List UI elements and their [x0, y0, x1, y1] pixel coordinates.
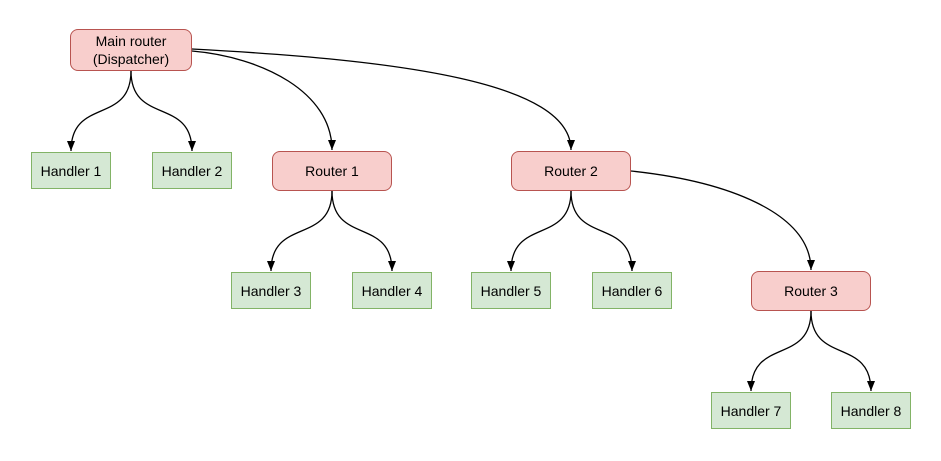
- node-handler-6[interactable]: Handler 6: [592, 272, 672, 309]
- edge-main-router-to-handler-1[interactable]: [67, 70, 132, 152]
- node-router-2[interactable]: Router 2: [511, 151, 631, 191]
- node-router-3[interactable]: Router 3: [751, 271, 871, 311]
- node-handler-1[interactable]: Handler 1: [31, 152, 111, 189]
- node-handler-2[interactable]: Handler 2: [152, 152, 232, 189]
- edge-main-router-to-router-2[interactable]: [191, 48, 575, 151]
- node-label: Handler 5: [480, 282, 542, 299]
- node-label: Router 2: [544, 163, 598, 179]
- edge-router-3-to-handler-8[interactable]: [810, 310, 875, 392]
- node-handler-5[interactable]: Handler 5: [471, 272, 551, 309]
- node-label: Handler 7: [720, 402, 782, 419]
- node-label: Handler 3: [240, 282, 302, 299]
- edge-router-2-to-handler-6[interactable]: [570, 190, 636, 272]
- node-label: Router 3: [784, 283, 838, 299]
- node-label: Handler 8: [840, 402, 902, 419]
- node-label: Handler 6: [601, 282, 663, 299]
- node-label: Handler 1: [40, 162, 102, 179]
- node-handler-8[interactable]: Handler 8: [831, 392, 911, 429]
- node-label: Handler 4: [361, 282, 423, 299]
- node-router-1[interactable]: Router 1: [272, 151, 392, 191]
- node-handler-7[interactable]: Handler 7: [711, 392, 791, 429]
- edge-router-1-to-handler-4[interactable]: [331, 190, 396, 272]
- edge-router-3-to-handler-7[interactable]: [747, 310, 812, 392]
- edge-main-router-to-handler-2[interactable]: [130, 70, 196, 152]
- node-label: Handler 2: [161, 162, 223, 179]
- edge-main-router-to-router-1[interactable]: [191, 50, 336, 151]
- edge-router-1-to-handler-3[interactable]: [267, 190, 333, 272]
- edge-router-2-to-router-3[interactable]: [630, 170, 815, 271]
- node-handler-4[interactable]: Handler 4: [352, 272, 432, 309]
- node-label: Router 1: [305, 163, 359, 179]
- edge-router-2-to-handler-5[interactable]: [507, 190, 572, 272]
- node-handler-3[interactable]: Handler 3: [231, 272, 311, 309]
- node-main-router[interactable]: Main router (Dispatcher): [70, 29, 192, 71]
- node-label: Main router (Dispatcher): [92, 33, 170, 67]
